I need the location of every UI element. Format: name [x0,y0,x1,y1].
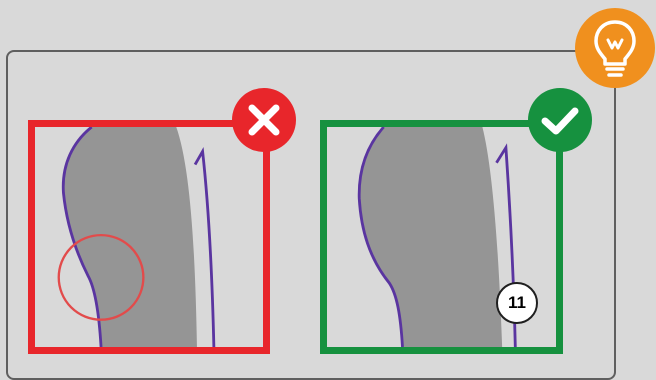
incorrect-example [28,120,270,354]
checkmark-icon [528,88,592,152]
x-icon [232,88,296,152]
incorrect-shape-illustration [35,127,263,347]
shape-fill [359,127,502,347]
shape-fill [63,127,197,347]
lightbulb-icon [574,6,656,90]
step-number-badge: 11 [496,282,538,324]
right-outline [195,151,214,347]
